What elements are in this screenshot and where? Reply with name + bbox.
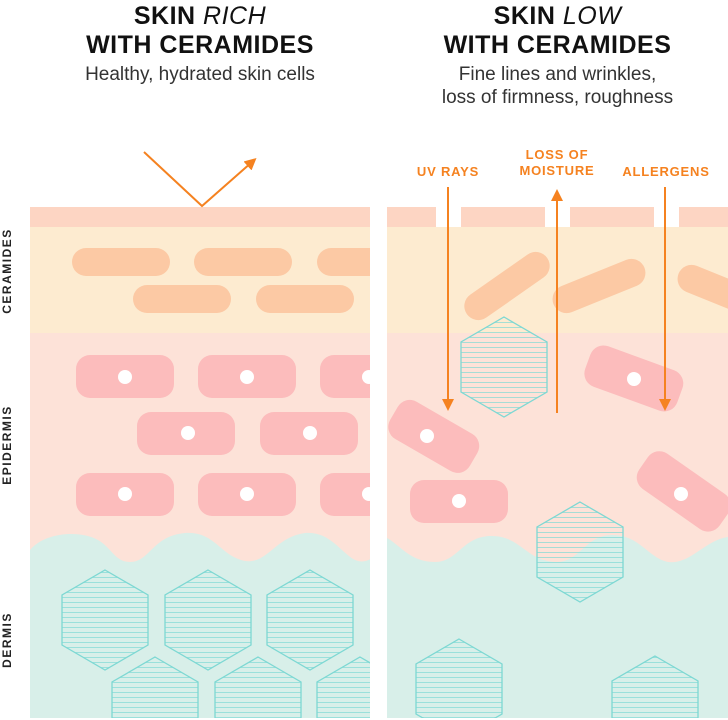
right-panel-subtitle: Fine lines and wrinkles, loss of firmnes… (387, 63, 728, 109)
right-collagen-hexagons (415, 316, 699, 718)
left-stratum-corneum (30, 207, 370, 227)
right-stratum-corneum-broken (387, 207, 728, 227)
right-title-line2: WITH CERAMIDES (443, 31, 672, 59)
left-panel-title: SKIN RICH WITH CERAMIDES (30, 2, 370, 60)
uv-rays-label: UV RAYS (416, 164, 480, 179)
right-epidermis-cells (388, 345, 728, 532)
right-ceramide-bricks (464, 251, 728, 321)
left-title-line2: WITH CERAMIDES (86, 31, 314, 59)
right-title-emphasis: LOW (562, 2, 622, 30)
right-panel-title: SKIN LOW WITH CERAMIDES (387, 2, 728, 60)
left-panel-subtitle: Healthy, hydrated skin cells (85, 64, 315, 85)
right-subtitle-line2: loss of firmness, roughness (441, 87, 674, 108)
left-ceramide-layer (30, 227, 370, 335)
loss-of-moisture-line1: LOSS OF (525, 147, 589, 162)
left-collagen-hexagons (61, 569, 370, 718)
left-ceramide-bricks (72, 248, 370, 313)
right-title-prefix: SKIN (493, 2, 563, 30)
left-reflected-uv-arrow (143, 151, 257, 208)
layer-label-epidermis: EPIDERMIS (0, 405, 14, 485)
left-title-prefix: SKIN (133, 2, 204, 30)
loss-of-moisture-line2: MOISTURE (519, 163, 595, 178)
layer-label-ceramides: CERAMIDES (0, 228, 14, 314)
left-title-emphasis: RICH (203, 2, 267, 30)
left-skin-panel (30, 207, 370, 718)
right-skin-panel (387, 207, 728, 718)
right-subtitle-line1: Fine lines and wrinkles, (458, 64, 657, 85)
allergens-label: ALLERGENS (622, 164, 710, 179)
left-epidermis-cells (76, 355, 370, 516)
layer-label-dermis: DERMIS (0, 612, 14, 668)
loss-of-moisture-label: LOSS OF MOISTURE (507, 147, 607, 179)
